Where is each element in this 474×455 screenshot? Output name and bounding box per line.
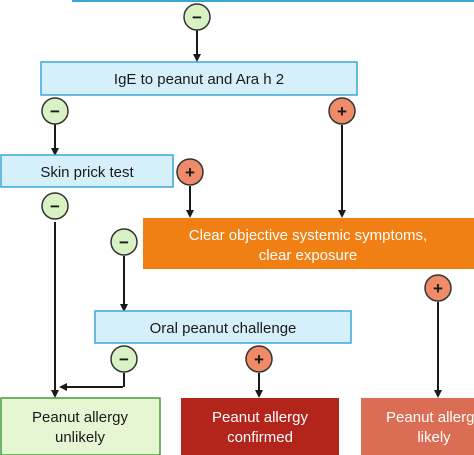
pos-sign-challenge-glyph: + xyxy=(254,350,264,369)
pos-sign-symptoms: + xyxy=(424,274,452,302)
pos-sign-ige-glyph: + xyxy=(337,102,347,121)
outcome-confirmed-node: Peanut allergy confirmed xyxy=(181,398,339,455)
pos-sign-skin: + xyxy=(176,158,204,186)
ige-test-label: IgE to peanut and Ara h 2 xyxy=(114,71,284,88)
pos-sign-symptoms-glyph: + xyxy=(433,279,443,298)
neg-sign-symptoms-glyph: − xyxy=(119,233,129,252)
neg-sign-challenge: − xyxy=(110,345,138,373)
outcome-unlikely-node: Peanut allergy unlikely xyxy=(0,397,161,455)
systemic-symptoms-node: Clear objective systemic symptoms, clear… xyxy=(143,218,474,269)
neg-sign-top: − xyxy=(183,3,211,31)
pos-sign-challenge: + xyxy=(245,345,273,373)
neg-sign-skin-glyph: − xyxy=(50,197,60,216)
skin-prick-label: Skin prick test xyxy=(40,164,134,181)
skin-prick-node: Skin prick test xyxy=(0,154,174,188)
likely-label-line1: Peanut allergy xyxy=(386,409,474,426)
neg-sign-ige-glyph: − xyxy=(50,102,60,121)
confirmed-label-line2: confirmed xyxy=(227,429,293,446)
oral-challenge-node: Oral peanut challenge xyxy=(94,310,352,344)
unlikely-label-line1: Peanut allergy xyxy=(32,409,128,426)
outcome-likely-node: Peanut allergy likely xyxy=(361,398,474,455)
neg-sign-ige: − xyxy=(41,97,69,125)
likely-label-line2: likely xyxy=(417,429,451,446)
symptoms-label-line2: clear exposure xyxy=(259,247,357,264)
neg-sign-top-glyph: − xyxy=(192,8,202,27)
neg-sign-symptoms: − xyxy=(110,228,138,256)
unlikely-label-line2: unlikely xyxy=(55,429,106,446)
oral-challenge-label: Oral peanut challenge xyxy=(150,320,297,337)
pos-sign-ige: + xyxy=(328,97,356,125)
neg-sign-skin: − xyxy=(41,192,69,220)
symptoms-label-line1: Clear objective systemic symptoms, xyxy=(189,227,427,244)
pos-sign-skin-glyph: + xyxy=(185,163,195,182)
connectors xyxy=(51,30,442,398)
neg-sign-challenge-glyph: − xyxy=(119,350,129,369)
confirmed-label-line1: Peanut allergy xyxy=(212,409,308,426)
ige-test-node: IgE to peanut and Ara h 2 xyxy=(40,61,358,96)
